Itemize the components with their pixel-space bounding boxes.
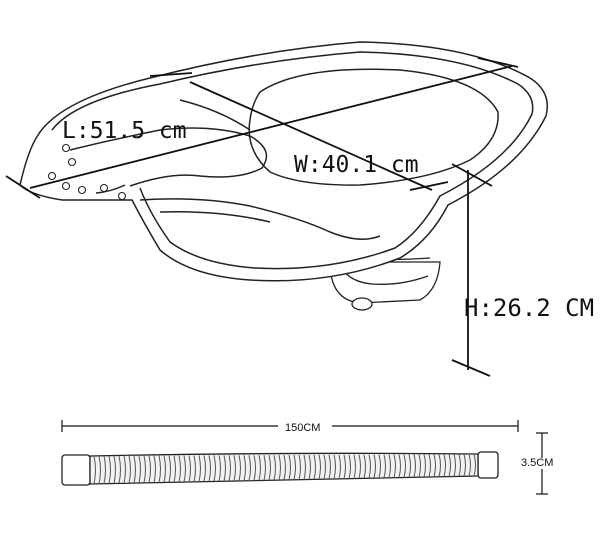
hose-rib xyxy=(238,455,241,482)
hose-rib xyxy=(383,454,386,479)
dimension-lines xyxy=(5,57,519,377)
hose-rib xyxy=(298,454,301,480)
hose-rib xyxy=(98,455,101,484)
hose-rib xyxy=(308,454,311,480)
hose-rib xyxy=(198,455,201,482)
hose-rib xyxy=(278,454,281,481)
hose-rib xyxy=(333,454,336,480)
hose-rib xyxy=(358,454,361,479)
hose-rib xyxy=(143,455,146,484)
hose-rib xyxy=(138,455,141,484)
length-label: L:51.5 cm xyxy=(62,118,187,144)
hose-rib xyxy=(293,454,296,480)
hose-rib xyxy=(403,454,406,478)
hose-rib xyxy=(393,454,396,478)
hose-rib xyxy=(418,454,421,478)
hose-rib xyxy=(213,455,216,482)
hose-rib xyxy=(323,454,326,480)
hose-rib xyxy=(228,455,231,482)
hose-rib xyxy=(218,455,221,482)
hose-rib xyxy=(283,454,286,481)
hose-rib xyxy=(398,454,401,478)
width-label: W:40.1 cm xyxy=(294,152,419,178)
hose-rib xyxy=(288,454,291,481)
hose-rib xyxy=(203,455,206,482)
hose-rib xyxy=(468,453,471,477)
hose-rib xyxy=(133,455,136,484)
hose-rib xyxy=(328,454,331,480)
hose-rib xyxy=(453,453,456,477)
hose-rib xyxy=(153,455,156,483)
hose-rib xyxy=(208,455,211,482)
height-label: H:26.2 CM xyxy=(464,294,595,322)
hose-rib xyxy=(348,454,351,479)
hose-rib xyxy=(248,455,251,481)
hose-rib xyxy=(428,454,431,478)
hose-rib xyxy=(313,454,316,480)
hose-rib xyxy=(263,454,266,481)
basin-shell xyxy=(19,41,548,282)
hose-rib xyxy=(338,454,341,480)
hose-rib xyxy=(433,454,436,478)
hose-rib xyxy=(163,455,166,483)
hose-rib xyxy=(223,455,226,482)
hose-rib xyxy=(448,453,451,477)
hose-rib xyxy=(123,455,126,484)
hose-rib xyxy=(108,455,111,484)
hose-rib xyxy=(168,455,171,483)
hose-rib xyxy=(303,454,306,480)
hose-rib xyxy=(158,455,161,483)
hose-rib xyxy=(183,455,186,483)
hose-rib xyxy=(353,454,356,479)
hose-rib xyxy=(113,455,116,484)
hose-rib xyxy=(103,455,106,484)
hose-rib xyxy=(178,455,181,483)
hose-rib xyxy=(188,455,191,483)
hose-rib xyxy=(268,454,271,481)
hose-rib xyxy=(423,454,426,478)
hose-rib xyxy=(243,455,246,481)
width-line xyxy=(189,81,433,191)
hose-rib xyxy=(463,453,466,477)
hose-rib xyxy=(438,454,441,477)
hose-rib xyxy=(413,454,416,478)
basin-drain xyxy=(329,254,441,311)
basin-holes xyxy=(47,143,127,201)
hose-rib xyxy=(233,455,236,482)
hose-rib xyxy=(458,453,461,477)
hose-rib xyxy=(343,454,346,479)
hose-rib xyxy=(368,454,371,479)
hose-rib xyxy=(173,455,176,483)
hose-rib xyxy=(253,455,256,481)
hose-rib xyxy=(373,454,376,479)
hose-rib xyxy=(443,454,446,477)
hose-rib xyxy=(118,455,121,484)
hose-drawing xyxy=(61,420,548,495)
hose-length-label: 150CM xyxy=(283,422,323,434)
hose-rib xyxy=(363,454,366,479)
hose-rib xyxy=(128,455,131,484)
hose-rib xyxy=(273,454,276,481)
hose-rib xyxy=(193,455,196,483)
hose-rib xyxy=(93,455,96,485)
hose-rib xyxy=(148,455,151,483)
hose-diameter-label: 3.5CM xyxy=(519,457,556,469)
hose-rib xyxy=(408,454,411,478)
length-line xyxy=(29,65,513,189)
hose-rib xyxy=(388,454,391,478)
hose-rib xyxy=(473,453,476,477)
hose-rib xyxy=(258,454,261,481)
hose-rib xyxy=(378,454,381,479)
hose-rib xyxy=(318,454,321,480)
